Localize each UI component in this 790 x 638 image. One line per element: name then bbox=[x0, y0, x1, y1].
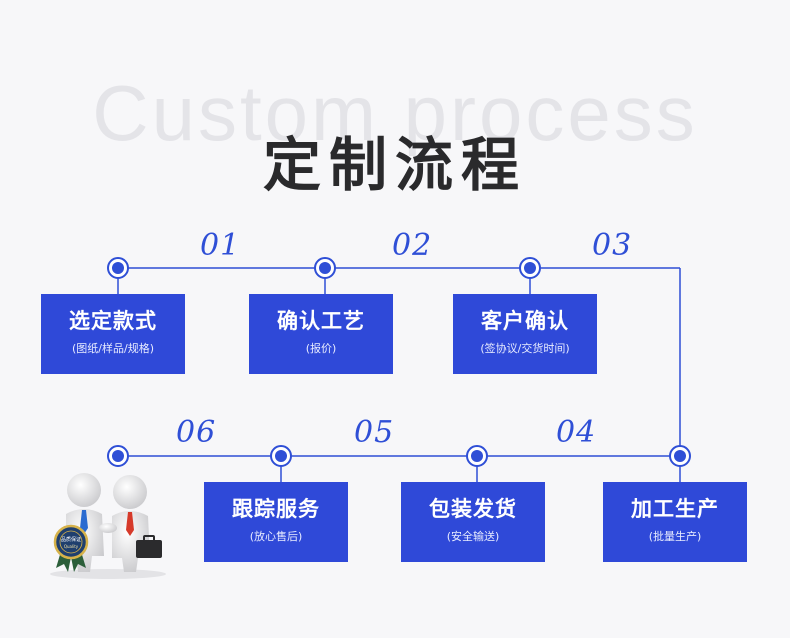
step-number-04: 04 bbox=[556, 415, 597, 450]
watermark-text: Custom process bbox=[92, 69, 698, 157]
badge-label: 品质保证 bbox=[61, 536, 81, 543]
step-subtitle: (安全输送) bbox=[446, 530, 500, 543]
step-box-confirm-craft: 确认工艺 (报价) bbox=[249, 294, 393, 374]
step-title: 包装发货 bbox=[429, 497, 517, 521]
briefcase-icon bbox=[136, 535, 162, 558]
step-title: 加工生产 bbox=[631, 497, 719, 521]
step-subtitle: (图纸/样品/规格) bbox=[72, 342, 154, 355]
step-dots bbox=[107, 257, 691, 467]
step-number-01: 01 bbox=[200, 228, 241, 263]
quality-badge-icon: 品质保证 Quality bbox=[53, 524, 89, 572]
step-number-06: 06 bbox=[176, 415, 217, 450]
step-dot-icon bbox=[270, 445, 292, 467]
step-dot-icon bbox=[107, 445, 129, 467]
step-subtitle: (签协议/交货时间) bbox=[480, 342, 570, 355]
step-dot-icon bbox=[314, 257, 336, 279]
step-box-follow-up: 跟踪服务 (放心售后) bbox=[204, 482, 348, 562]
badge-sublabel: Quality bbox=[64, 544, 79, 549]
step-box-customer-confirm: 客户确认 (签协议/交货时间) bbox=[453, 294, 597, 374]
people-handshake-icon: 品质保证 Quality bbox=[50, 473, 166, 579]
step-number-03: 03 bbox=[592, 228, 633, 263]
step-subtitle: (批量生产) bbox=[648, 530, 702, 543]
step-number-02: 02 bbox=[392, 228, 433, 263]
page-title: 定制流程 bbox=[262, 131, 527, 199]
step-dot-icon bbox=[107, 257, 129, 279]
step-dot-icon bbox=[466, 445, 488, 467]
step-box-production: 加工生产 (批量生产) bbox=[603, 482, 747, 562]
step-title: 客户确认 bbox=[481, 309, 569, 333]
step-dot-icon bbox=[669, 445, 691, 467]
step-subtitle: (放心售后) bbox=[249, 530, 303, 543]
step-box-select-style: 选定款式 (图纸/样品/规格) bbox=[41, 294, 185, 374]
step-title: 确认工艺 bbox=[277, 309, 365, 333]
step-subtitle: (报价) bbox=[305, 342, 337, 355]
step-dot-icon bbox=[519, 257, 541, 279]
step-title: 选定款式 bbox=[69, 309, 157, 333]
step-title: 跟踪服务 bbox=[232, 497, 320, 521]
step-number-05: 05 bbox=[354, 415, 395, 450]
step-box-packing-shipping: 包装发货 (安全输送) bbox=[401, 482, 545, 562]
